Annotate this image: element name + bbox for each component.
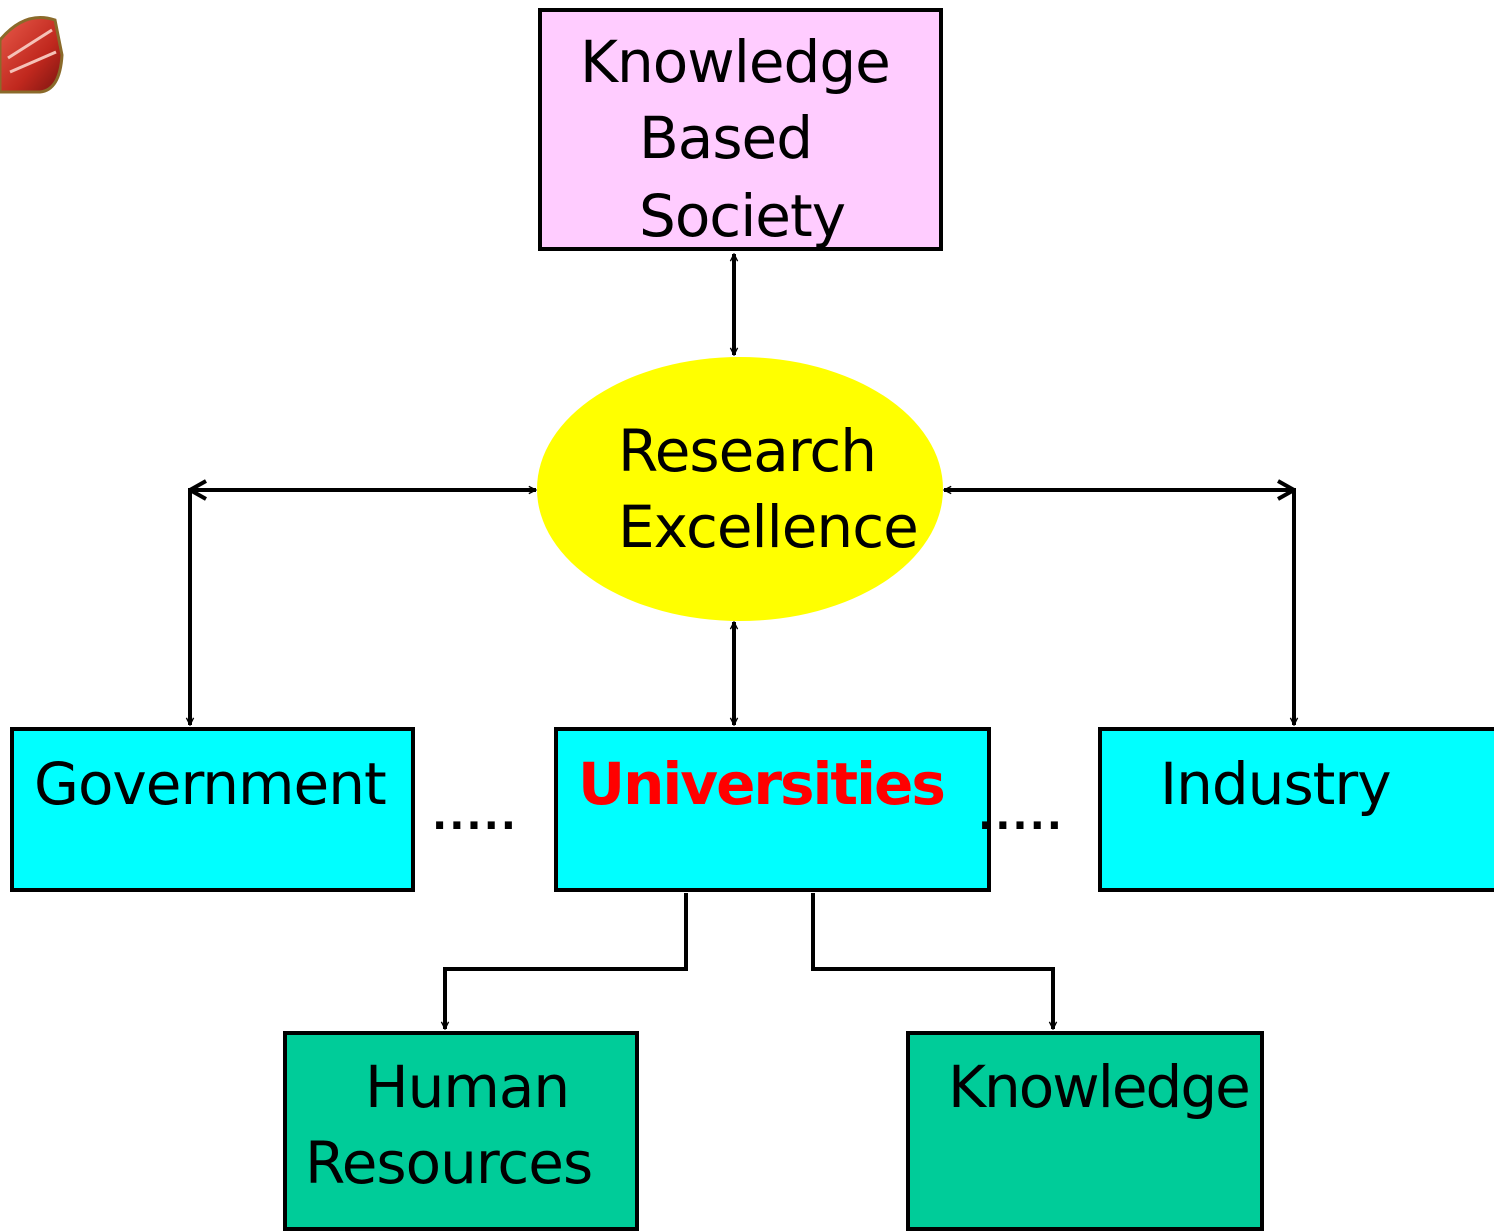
knowledge-based-society-box: Knowledge Based Society (538, 8, 943, 251)
knowledge-box: Knowledge (906, 1031, 1264, 1231)
knowledge-based-society-line-2: Based (639, 104, 813, 172)
research-excellence-line-1: Research (618, 417, 877, 485)
human-resources-line-2: Resources (305, 1129, 593, 1197)
human-resources-box: Human Resources (283, 1031, 639, 1231)
knowledge-based-society-line-3: Society (639, 182, 846, 250)
research-excellence-line-2: Excellence (618, 493, 919, 561)
industry-box: Industry (1098, 727, 1494, 892)
human-resources-line-1: Human (365, 1053, 570, 1121)
arrow-universities-human-resources (445, 893, 688, 1029)
arrow-research-government (190, 490, 536, 725)
research-excellence-ellipse (537, 357, 943, 621)
arrow-universities-knowledge (811, 893, 1053, 1029)
dots-government-universities: ..... (432, 793, 518, 839)
government-label: Government (34, 750, 387, 818)
industry-label: Industry (1160, 750, 1392, 818)
universities-label: Universities (578, 750, 946, 818)
universities-box: Universities (554, 727, 991, 892)
logo-icon (0, 16, 64, 94)
knowledge-based-society-line-1: Knowledge (580, 28, 891, 96)
government-box: Government (10, 727, 415, 892)
arrow-research-industry (944, 490, 1294, 725)
dots-universities-industry: ..... (978, 793, 1064, 839)
knowledge-label: Knowledge (948, 1053, 1251, 1121)
